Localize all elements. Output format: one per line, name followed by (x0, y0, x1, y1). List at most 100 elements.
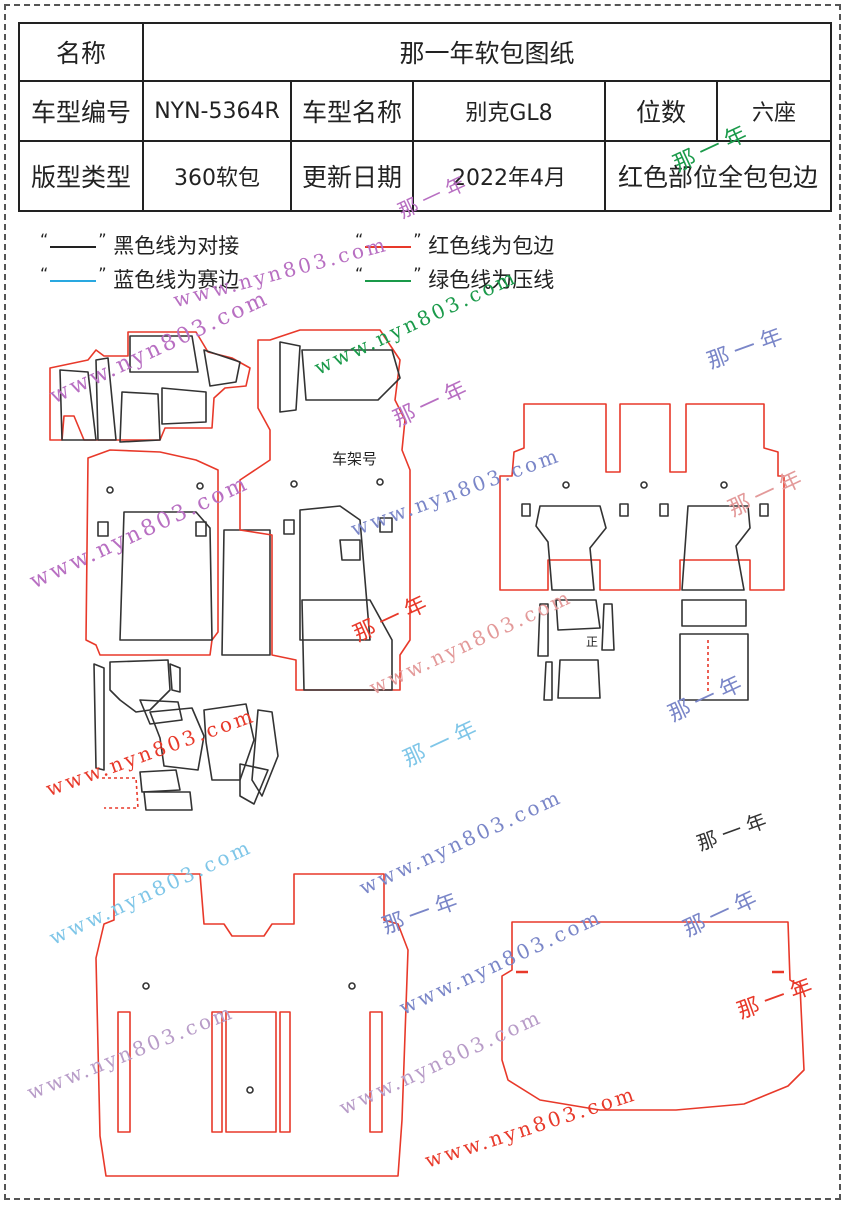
date-value: 2022年4月 (412, 140, 606, 212)
side-part (149, 707, 205, 771)
page-border (4, 4, 841, 1200)
black-line-sample (50, 246, 97, 248)
mount-hole (290, 480, 298, 488)
model-code-value: NYN-5364R (142, 80, 292, 142)
green-line-sample (365, 280, 412, 282)
front-left-shell (49, 331, 251, 441)
second-row-inner (535, 505, 607, 591)
seats-value: 六座 (715, 80, 833, 142)
second-row-inner (681, 505, 751, 591)
mount-hole (196, 482, 204, 490)
model-code-label: 车型编号 (18, 80, 144, 142)
mount-hole (640, 481, 648, 489)
center-inner-part (339, 539, 361, 561)
front-inner-part (129, 335, 199, 373)
red-line-sample (365, 246, 412, 248)
slot (521, 503, 531, 517)
slot (619, 503, 629, 517)
front-inner-part (95, 357, 117, 441)
frame-number-label: 车架号 (332, 450, 377, 468)
front-inner-part (161, 387, 207, 425)
third-row-cut (211, 1011, 223, 1133)
mount-hole (720, 481, 728, 489)
quote-open: “ (355, 230, 364, 249)
legend-green-text: 绿色线为压线 (428, 268, 555, 292)
side-part (102, 777, 139, 809)
seat-piece (601, 603, 615, 651)
date-label: 更新日期 (290, 140, 414, 212)
quote-close: ” (413, 264, 422, 283)
quote-close: ” (413, 230, 422, 249)
blue-line-sample (50, 280, 97, 282)
seats-label: 位数 (604, 80, 718, 142)
seat-cutout (119, 511, 213, 641)
front-inner-part (203, 349, 241, 387)
side-part (139, 769, 181, 793)
slot (379, 517, 393, 533)
legend-red-text: 红色线为包边 (428, 234, 555, 258)
center-inner-part (299, 505, 371, 641)
note-value: 红色部位全包包边 (603, 140, 833, 212)
type-value: 360软包 (142, 140, 292, 212)
seat-piece (557, 659, 601, 699)
doc-title: 那一年软包图纸 (141, 22, 833, 82)
slot (659, 503, 669, 517)
quote-close: ” (98, 230, 107, 249)
front-floor-piece (85, 449, 219, 656)
slot (97, 521, 109, 537)
legend-red: “ ” 红色线为包边 (355, 230, 554, 260)
legend-green: “ ” 绿色线为压线 (355, 264, 554, 294)
side-part (139, 699, 183, 725)
info-table: 名称 那一年软包图纸 车型编号 NYN-5364R 车型名称 别克GL8 位数 … (18, 22, 833, 212)
quote-open: “ (355, 264, 364, 283)
center-inner-part (279, 341, 301, 413)
seat-piece (555, 599, 601, 631)
mount-hole (106, 486, 114, 494)
center-tunnel (221, 529, 271, 656)
quote-close: ” (98, 264, 107, 283)
front-inner-part (59, 369, 97, 441)
front-mark-label: 正 (586, 635, 598, 649)
legend-blue: “ ” 蓝色线为赛边 (40, 264, 239, 294)
side-part (203, 703, 255, 781)
legend-black-text: 黑色线为对接 (113, 234, 240, 258)
slot (759, 503, 769, 517)
mount-hole (246, 1086, 254, 1094)
side-part (93, 663, 105, 771)
side-part (143, 791, 193, 811)
mount-hole (348, 982, 356, 990)
legend-black: “ ” 黑色线为对接 (40, 230, 239, 260)
front-inner-part (119, 391, 161, 443)
trunk-mat (501, 921, 805, 1111)
second-row-mat (499, 403, 785, 591)
center-inner-part (301, 349, 401, 401)
seat-piece (537, 603, 549, 657)
main-floor-piece (239, 329, 411, 691)
third-row-cut (225, 1011, 277, 1133)
model-name-value: 别克GL8 (412, 80, 606, 142)
seat-piece (543, 661, 553, 701)
mount-hole (376, 478, 384, 486)
slot (195, 521, 207, 537)
slot (283, 519, 295, 535)
seat-piece (681, 599, 747, 627)
third-row-cut (279, 1011, 291, 1133)
third-row-cut (117, 1011, 131, 1133)
side-part (109, 659, 171, 713)
legend-blue-text: 蓝色线为赛边 (113, 268, 240, 292)
type-label: 版型类型 (18, 140, 144, 212)
mount-hole (142, 982, 150, 990)
seat-piece (679, 633, 749, 701)
quote-open: “ (40, 230, 49, 249)
center-inner-part (301, 599, 393, 691)
side-part (239, 763, 269, 805)
side-part (251, 709, 279, 797)
model-name-label: 车型名称 (290, 80, 414, 142)
third-row-mat (95, 873, 409, 1177)
mount-hole (562, 481, 570, 489)
quote-open: “ (40, 264, 49, 283)
third-row-cut (369, 1011, 383, 1133)
side-part (169, 663, 181, 693)
name-label: 名称 (18, 22, 144, 82)
